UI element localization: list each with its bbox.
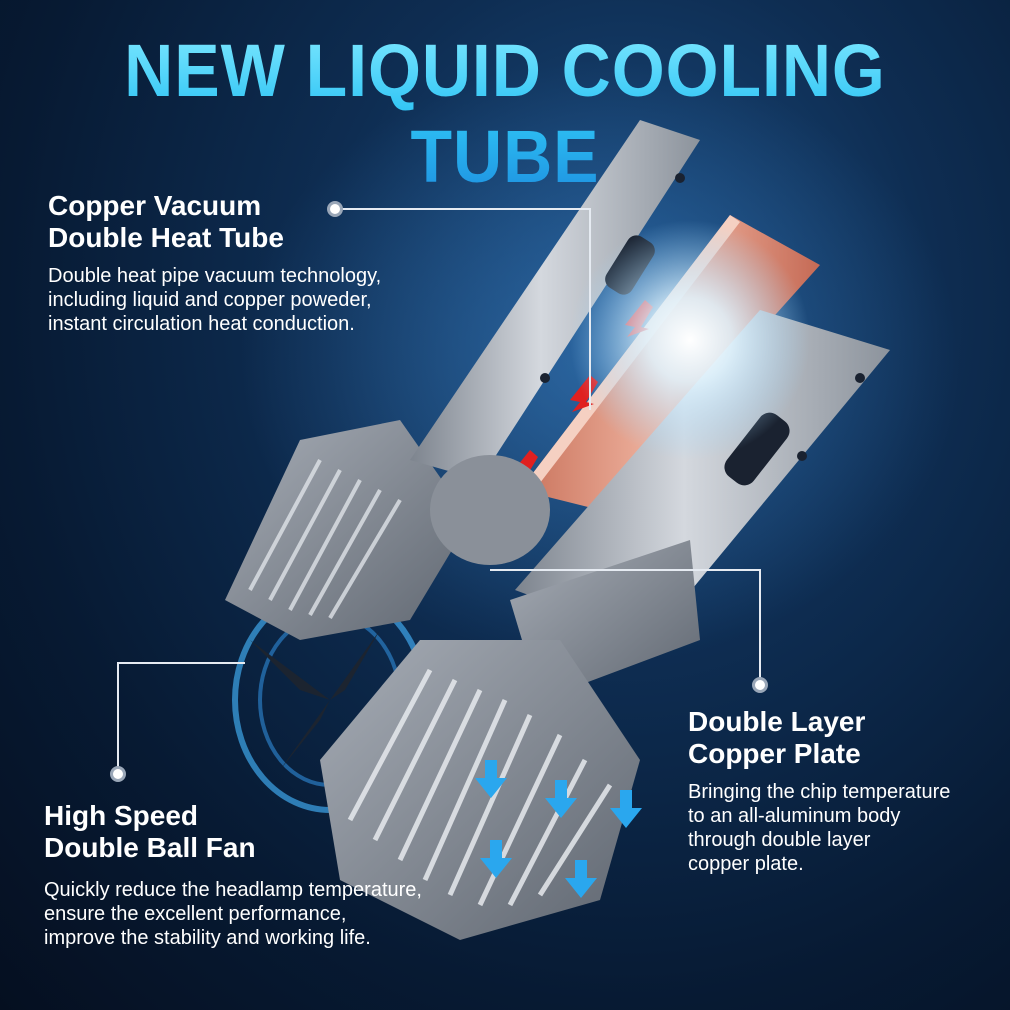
led-light-glow xyxy=(570,220,810,460)
fan-blades xyxy=(250,630,380,770)
callout-description: Bringing the chip temperature to an all-… xyxy=(688,781,951,875)
rear-heatsink xyxy=(225,420,470,640)
callout-title: Copper Vacuum Double Heat Tube xyxy=(48,190,284,253)
callout-high-speed-ball-fan: High Speed Double Ball Fan Quickly reduc… xyxy=(44,800,514,950)
callout-description: Double heat pipe vacuum technology, incl… xyxy=(48,265,382,335)
headline: NEW LIQUID COOLING TUBE xyxy=(40,28,969,200)
callout-description: Quickly reduce the headlamp temperature,… xyxy=(44,879,422,949)
callout-dot-heat-tube xyxy=(327,201,343,217)
airflow-arrows xyxy=(475,760,642,898)
callout-copper-vacuum-heat-tube: Copper Vacuum Double Heat Tube Double he… xyxy=(48,190,468,336)
callout-dot-fan xyxy=(110,766,126,782)
callout-dot-copper-plate xyxy=(752,677,768,693)
callout-title: High Speed Double Ball Fan xyxy=(44,800,256,863)
callout-title: Double Layer Copper Plate xyxy=(688,706,866,769)
front-heatsink xyxy=(320,640,640,940)
callout-double-layer-copper-plate: Double Layer Copper Plate Bringing the c… xyxy=(688,706,1008,876)
